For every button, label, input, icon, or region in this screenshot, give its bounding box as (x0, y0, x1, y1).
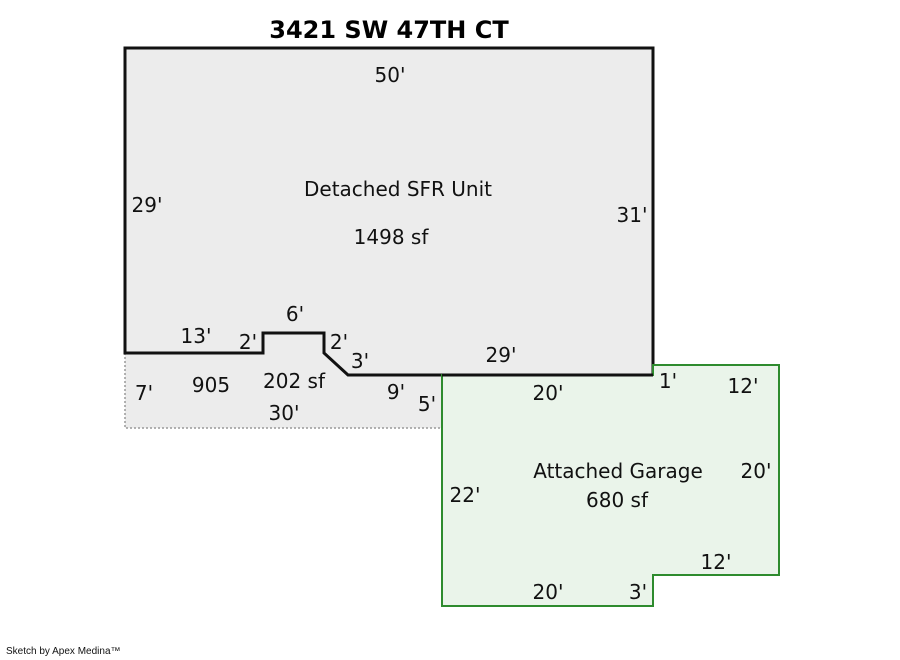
dim-step-down-right: 2' (330, 330, 348, 354)
dim-main-right: 31' (617, 203, 648, 227)
dim-garage-left: 22' (450, 483, 481, 507)
dim-step-top: 6' (286, 302, 304, 326)
dim-garage-bottom: 20' (533, 580, 564, 604)
dim-garage-notch-side: 3' (629, 580, 647, 604)
dim-garage-step: 1' (659, 369, 677, 393)
dim-main-top: 50' (375, 63, 406, 87)
garage-size: 680 sf (586, 488, 649, 512)
sketch-credit: Sketch by Apex Medina™ (6, 646, 121, 657)
patio-area[interactable] (124, 332, 443, 429)
dim-step-up-left: 2' (239, 330, 257, 354)
dim-patio-bottom: 30' (269, 401, 300, 425)
dim-main-bottom-left: 13' (181, 324, 212, 348)
address-title: 3421 SW 47TH CT (269, 16, 509, 44)
main-area[interactable] (123, 46, 655, 377)
dim-main-left: 29' (132, 193, 163, 217)
main-area-size: 1498 sf (354, 225, 430, 249)
dim-patio-right: 5' (418, 392, 436, 416)
garage-area[interactable] (441, 364, 780, 607)
dim-main-bottom-right: 29' (486, 343, 517, 367)
patio-code: 905 (192, 373, 230, 397)
main-area-name: Detached SFR Unit (304, 177, 492, 201)
garage-name: Attached Garage (533, 459, 703, 483)
dim-patio-left: 7' (135, 381, 153, 405)
dim-garage-top-right: 12' (728, 374, 759, 398)
dim-garage-right: 20' (741, 459, 772, 483)
dim-garage-top: 20' (533, 381, 564, 405)
dim-diagonal: 3' (351, 349, 369, 373)
dim-garage-notch-top: 12' (701, 550, 732, 574)
patio-size: 202 sf (263, 369, 326, 393)
dim-patio-inner: 9' (387, 380, 405, 404)
